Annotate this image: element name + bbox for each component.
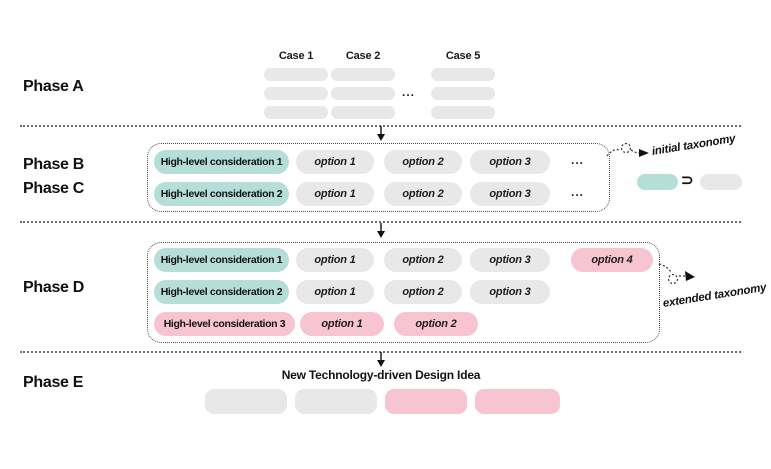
consideration-pill: High-level consideration 1 <box>154 150 289 174</box>
result-pill <box>295 389 377 414</box>
case-pill <box>331 106 395 119</box>
case-pill <box>431 106 495 119</box>
legend-teal-pill <box>637 174 678 190</box>
case-pill <box>264 87 328 100</box>
option-pill-new: option 2 <box>394 312 478 336</box>
phase-label-a: Phase A <box>23 78 84 95</box>
option-pill: option 1 <box>296 150 374 174</box>
case-pill <box>264 68 328 81</box>
option-pill: option 2 <box>384 182 462 206</box>
cases-ellipsis: ... <box>402 85 416 99</box>
curl-arrow-icon <box>606 142 649 157</box>
option-pill: option 2 <box>384 248 462 272</box>
phase-label-d: Phase D <box>23 279 85 296</box>
case-pill <box>264 106 328 119</box>
option-pill: option 1 <box>296 280 374 304</box>
initial-taxonomy-label: initial taxonomy <box>651 132 737 158</box>
consideration-pill: High-level consideration 1 <box>154 248 289 272</box>
phase-label-c: Phase C <box>23 180 85 197</box>
case-label: Case 2 <box>345 50 381 62</box>
case-label: Case 1 <box>278 50 314 62</box>
case-pill <box>331 68 395 81</box>
option-pill: option 3 <box>470 150 550 174</box>
consideration-pill: High-level consideration 2 <box>154 280 289 304</box>
case-pill <box>431 68 495 81</box>
case-pill <box>331 87 395 100</box>
option-pill: option 3 <box>470 182 550 206</box>
separator-line <box>20 221 741 223</box>
option-pill: option 3 <box>470 248 550 272</box>
options-ellipsis: ... <box>571 153 585 167</box>
phase-e-title: New Technology-driven Design Idea <box>281 368 481 382</box>
consideration-pill-new: High-level consideration 3 <box>154 312 295 336</box>
curl-arrow-icon <box>658 263 695 285</box>
result-pill-new <box>475 389 560 414</box>
flow-arrow-icon <box>377 126 385 141</box>
result-pill <box>205 389 287 414</box>
option-pill: option 2 <box>384 280 462 304</box>
legend-grey-pill <box>700 174 742 190</box>
option-pill: option 1 <box>296 248 374 272</box>
taxonomy-box-d <box>147 242 660 343</box>
option-pill: option 3 <box>470 280 550 304</box>
consideration-pill: High-level consideration 2 <box>154 182 289 206</box>
taxonomy-box-bc <box>147 143 610 212</box>
case-pill <box>431 87 495 100</box>
option-pill: option 1 <box>296 182 374 206</box>
result-pill-new <box>385 389 467 414</box>
option-pill: option 2 <box>384 150 462 174</box>
option-pill-new: option 1 <box>300 312 384 336</box>
superset-symbol: ⊃ <box>681 172 694 189</box>
flow-arrow-icon <box>377 223 385 238</box>
option-pill-new: option 4 <box>571 248 653 272</box>
flow-arrow-icon <box>377 352 385 367</box>
phase-label-e: Phase E <box>23 374 84 391</box>
options-ellipsis: ... <box>571 185 585 199</box>
case-label: Case 5 <box>445 50 481 62</box>
phase-label-b: Phase B <box>23 156 85 173</box>
